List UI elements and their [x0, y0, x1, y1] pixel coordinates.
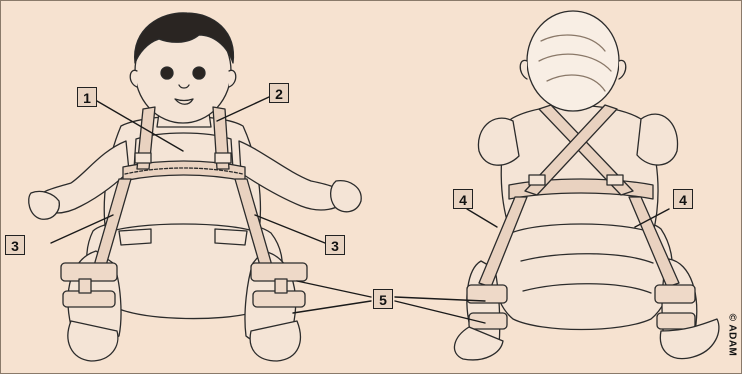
copyright-watermark: © ADAM [725, 305, 739, 365]
back-view-baby [454, 11, 718, 360]
front-right-buckle [215, 153, 231, 163]
back-head [527, 11, 619, 111]
front-diaper-tab-left [119, 229, 151, 245]
front-right-eye [193, 67, 205, 79]
front-right-fist [331, 181, 362, 212]
front-left-buckle [135, 153, 151, 163]
front-left-eye [161, 67, 173, 79]
leader-4-left [467, 209, 497, 227]
back-left-ear [520, 60, 527, 79]
callout-4-left: 4 [453, 189, 473, 209]
callout-3-right: 3 [325, 235, 345, 255]
front-right-ear [229, 70, 236, 87]
callout-3-left: 3 [5, 235, 25, 255]
back-left-arm [478, 118, 519, 165]
front-view-baby [29, 13, 362, 361]
copyright-text: © ADAM [727, 314, 738, 357]
callout-5: 5 [373, 289, 393, 309]
callout-1: 1 [77, 87, 97, 107]
back-left-buckle [529, 175, 545, 185]
back-right-buckle [607, 175, 623, 185]
leader-5-a [297, 281, 371, 297]
back-right-ear [619, 60, 626, 79]
front-left-ear [130, 70, 137, 87]
callout-4-right: 4 [673, 189, 693, 209]
back-torso [501, 106, 658, 234]
front-diaper-tab-right [215, 229, 247, 245]
back-right-arm [637, 114, 678, 165]
callout-2: 2 [269, 83, 289, 103]
